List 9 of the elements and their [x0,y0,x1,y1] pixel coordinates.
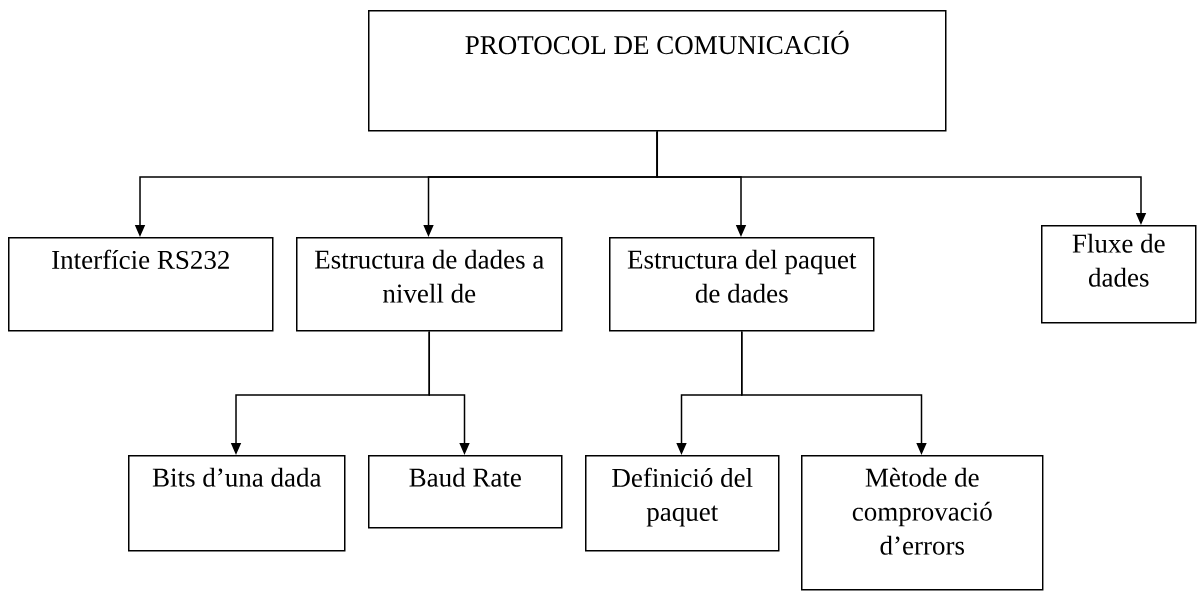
process-box: Definició del paquet [585,455,780,552]
process-box: Baud Rate [368,455,563,529]
process-box: Interfície RS232 [8,237,274,332]
title-box: PROTOCOL DE COMUNICACIÓ [368,10,947,132]
process-box: Mètode de comprovació d’errors [801,455,1044,591]
process-box: Estructura de dades a nivell de [296,237,563,332]
process-box: Bits d’una dada [128,455,346,552]
process-box: Estructura del paquet de dades [609,237,875,332]
process-box: Fluxe de dades [1041,225,1197,324]
